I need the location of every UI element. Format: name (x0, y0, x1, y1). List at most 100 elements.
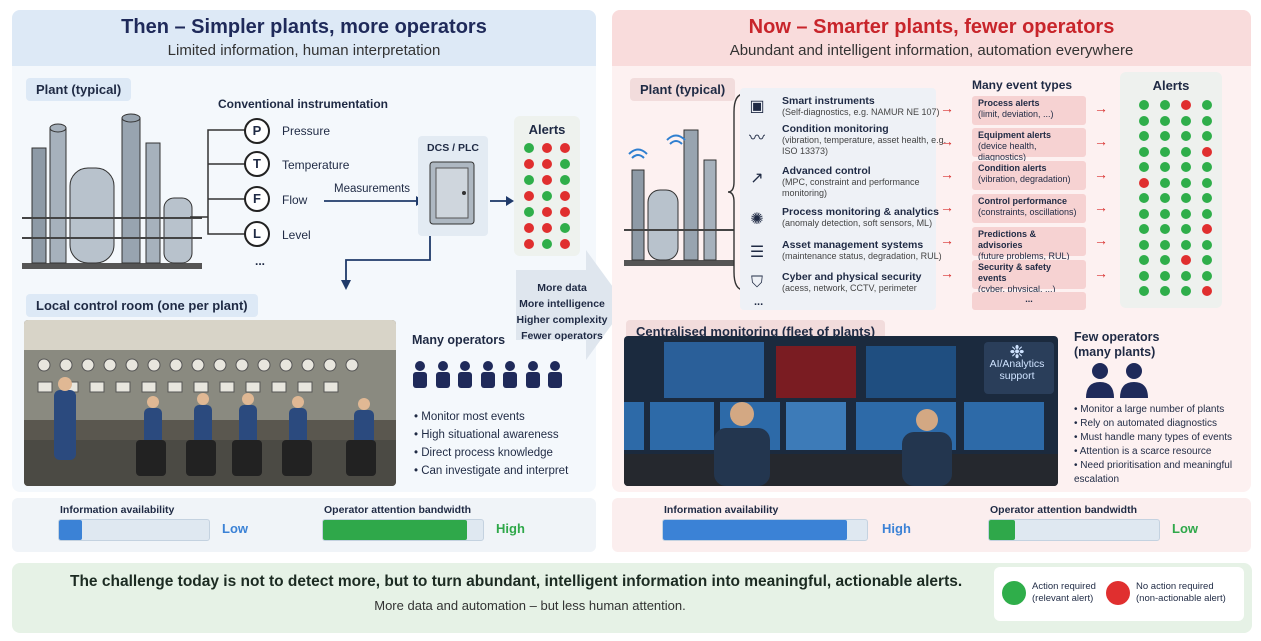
network-icon: ✺ (750, 211, 764, 228)
alert-dot-green (1160, 270, 1170, 281)
alert-dot-green (1181, 224, 1191, 234)
transition-line: More intelligence (519, 298, 605, 310)
alert-dot-green (1181, 177, 1191, 188)
capability-title: Cyber and physical security (782, 271, 922, 283)
then-alerts-box (514, 116, 580, 256)
then-title: Then – Simpler plants, more operators (121, 16, 487, 38)
alert-dot-red (1202, 146, 1212, 157)
legend-green-dot (1002, 581, 1026, 605)
alert-dot-red (524, 239, 534, 249)
now-header (612, 10, 1251, 66)
now-info-fill (663, 520, 847, 540)
database-icon: ☰ (749, 244, 765, 261)
then-operators-title: Many operators (412, 333, 506, 347)
then-bullet: High situational awareness (414, 426, 594, 444)
operator-icon (503, 361, 517, 388)
then-attention-label: Operator attention bandwidth (324, 504, 471, 516)
then-attention-value: High (496, 521, 525, 536)
capabilities-box (740, 88, 936, 310)
alert-dot-green (1202, 162, 1212, 172)
instrument-ellipsis: ... (255, 254, 266, 268)
alert-dot-green (1202, 208, 1212, 219)
now-bullet: Must handle many types of events (1074, 431, 1249, 445)
measurements-label: Measurements (334, 183, 411, 195)
legend-red-sub: (non-actionable alert) (1136, 593, 1226, 604)
capability-title: Smart instruments (782, 95, 875, 107)
then-alerts-title: Alerts (528, 122, 566, 137)
alert-dot-green (1160, 162, 1170, 172)
level-icon: L (244, 221, 270, 247)
alert-dot-green (560, 223, 570, 233)
capability-asset-management: Asset management systems (maintenance st… (782, 240, 962, 262)
cube-icon: ▣ (749, 98, 765, 115)
alert-dot-green (560, 175, 570, 185)
transition-line: More data (537, 282, 587, 294)
alert-dot-green (1139, 286, 1149, 296)
legend-green-label: Action required (1032, 581, 1096, 592)
trend-icon: ↗ (750, 170, 764, 187)
arrow-right-icon: → (1094, 265, 1108, 281)
alert-dot-green (1139, 255, 1149, 265)
event-process-alerts: Process alerts(limit, deviation, ...) (972, 96, 1086, 125)
alert-dot-red (560, 143, 570, 153)
event-desc: (constraints, oscillations) (978, 207, 1077, 217)
alert-dot-green (1181, 208, 1191, 219)
then-info-value: Low (222, 521, 248, 536)
capability-title: Condition monitoring (782, 123, 889, 135)
event-desc: (device health, diagnostics) (978, 141, 1037, 162)
alert-dot-green (1202, 255, 1212, 265)
then-plant-illustration (22, 113, 202, 269)
operator-icon (548, 361, 562, 388)
arrow-right-icon: → (940, 199, 954, 215)
shield-icon: ⛉ (750, 274, 763, 291)
event-title: Equipment alerts (978, 130, 1052, 140)
arrow-right-icon: → (940, 133, 954, 149)
control-room-tag: Local control room (one per plant) (26, 294, 258, 317)
operator-icon (435, 361, 450, 388)
alert-dot-red (524, 223, 534, 233)
alert-dot-green (1181, 239, 1191, 250)
arrow-right-icon: → (940, 265, 954, 281)
legend-green: Action required (relevant alert) (1032, 581, 1096, 605)
capability-desc: (maintenance status, degradation, RUL) (782, 251, 942, 261)
alert-dot-green (524, 143, 534, 153)
then-bullet: Monitor most events (414, 408, 594, 426)
footer-subline: More data and automation – but less huma… (374, 598, 686, 613)
instrument-label-flow: Flow (282, 193, 308, 207)
monitoring-room-image (624, 336, 1058, 486)
alert-dot-red (542, 159, 552, 169)
measurements-arrow (324, 196, 424, 206)
alert-dot-green (1202, 193, 1212, 203)
event-title: Process alerts (978, 98, 1040, 108)
alert-dot-green (1202, 131, 1212, 141)
legend-red-label: No action required (1136, 581, 1214, 592)
ai-support: ❉ AI/Analytics support (986, 343, 1048, 382)
alert-dot-green (1181, 115, 1191, 126)
alert-dot-green (1139, 193, 1149, 203)
alert-dot-green (1202, 270, 1212, 281)
legend-green-sub: (relevant alert) (1032, 593, 1094, 604)
event-title: Predictions & advisories (978, 229, 1037, 250)
capability-desc: (acess, network, CCTV, perimeter (782, 283, 917, 293)
now-bullet: Rely on automated diagnostics (1074, 417, 1249, 431)
event-desc: (future problems, RUL) (978, 251, 1070, 261)
capability-security: Cyber and physical security (acess, netw… (782, 272, 962, 294)
then-subtitle: Limited information, human interpretatio… (167, 42, 441, 59)
plc-cabinet-icon (429, 161, 475, 225)
operator-icon (413, 361, 427, 388)
alert-dot-green (1160, 208, 1170, 219)
alert-dot-red (542, 175, 552, 185)
arrow-right-icon: → (1094, 199, 1108, 215)
operator-icon (480, 361, 495, 388)
arrow-right-icon: → (1094, 166, 1108, 182)
alert-dot-green (1139, 208, 1149, 219)
alert-dot-red (524, 191, 534, 201)
now-alerts-box (1120, 72, 1222, 308)
instrument-label-temperature: Temperature (282, 158, 350, 172)
alert-dot-green (1139, 131, 1149, 141)
then-info-fill (59, 520, 82, 540)
then-bullets: Monitor most events High situational awa… (414, 408, 594, 480)
event-title: Control performance (978, 196, 1068, 206)
alert-dot-green (1160, 255, 1170, 265)
transition-line: Fewer operators (521, 330, 603, 342)
